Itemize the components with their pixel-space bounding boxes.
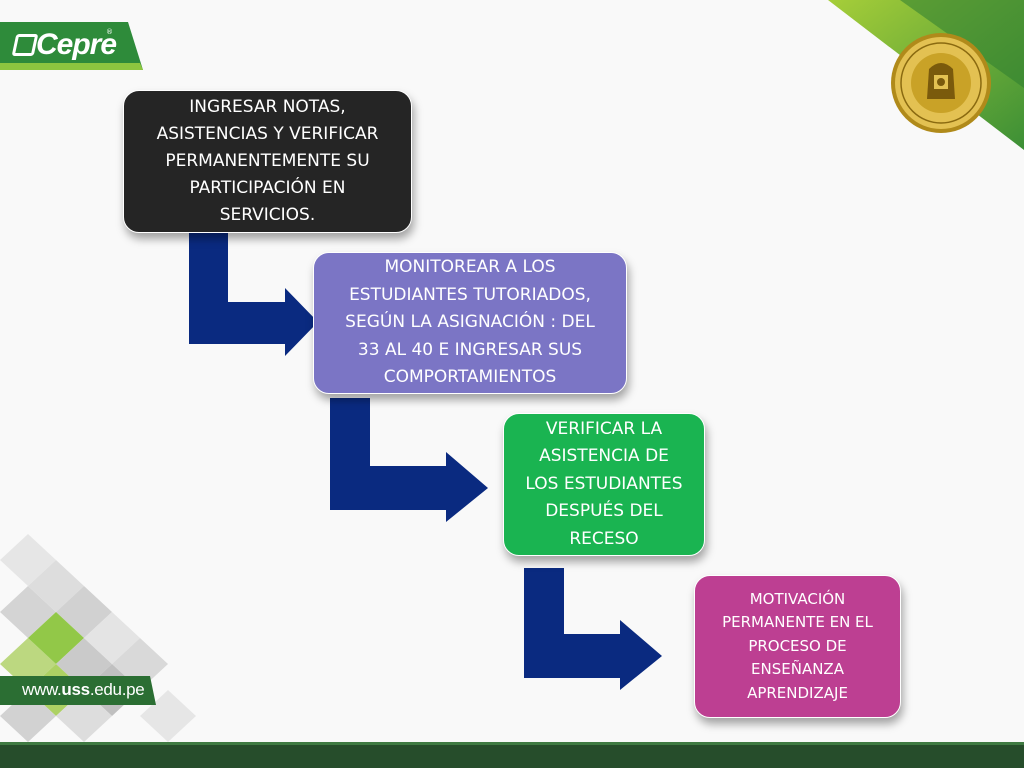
step-text-3: VERIFICAR LA ASISTENCIA DE LOS ESTUDIANT…: [525, 418, 683, 549]
step-box-3: VERIFICAR LA ASISTENCIA DE LOS ESTUDIANT…: [503, 413, 705, 556]
step-text-4: MOTIVACIÓN PERMANENTE EN EL PROCESO DE E…: [722, 589, 873, 702]
step-text-1: INGRESAR NOTAS, ASISTENCIAS Y VERIFICAR …: [156, 97, 379, 225]
logo-banner-accent: [0, 63, 143, 70]
registered-mark: ®: [106, 28, 113, 36]
cepre-logo: Cepre ®: [0, 22, 145, 70]
step-box-1: INGRESAR NOTAS, ASISTENCIAS Y VERIFICAR …: [123, 90, 412, 233]
logo-mark-icon: [11, 34, 39, 56]
logo-banner: [0, 22, 143, 70]
university-seal-icon: [891, 33, 991, 133]
step-box-2: MONITOREAR A LOS ESTUDIANTES TUTORIADOS,…: [313, 252, 627, 394]
footer-accent: [0, 742, 1024, 745]
footer-bar: [0, 742, 1024, 768]
connector-arrows: [189, 232, 662, 690]
step-box-4: MOTIVACIÓN PERMANENTE EN EL PROCESO DE E…: [694, 575, 901, 718]
bent-arrow-icon: [524, 568, 662, 690]
diamond-pattern: [0, 534, 196, 742]
logo-text: Cepre: [36, 28, 117, 61]
step-text-2: MONITOREAR A LOS ESTUDIANTES TUTORIADOS,…: [345, 257, 595, 388]
bent-arrow-icon: [189, 232, 318, 356]
website-url: www.uss.edu.pe: [22, 680, 145, 699]
url-banner: [0, 676, 156, 705]
bent-arrow-icon: [330, 398, 488, 522]
